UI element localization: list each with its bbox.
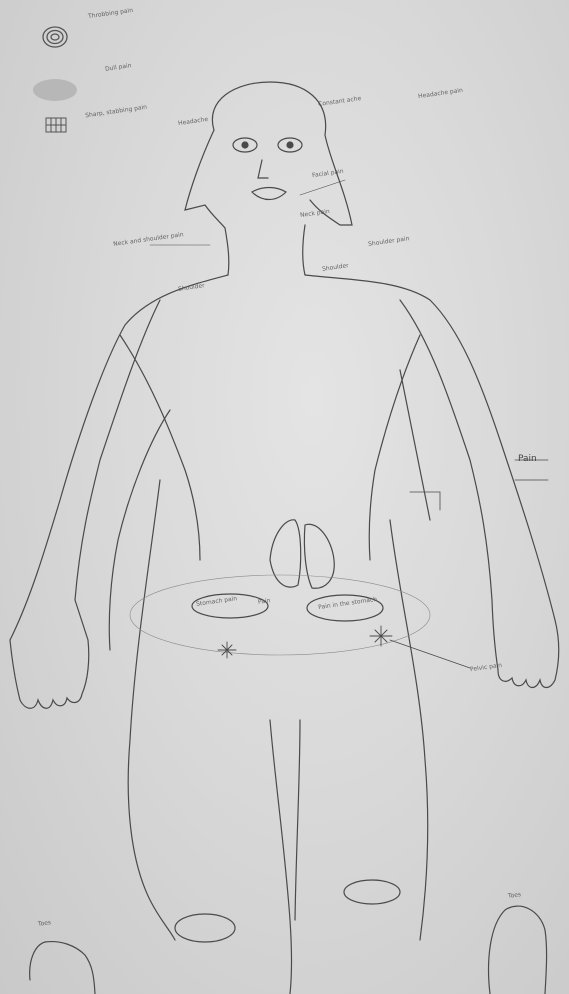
annotation-arm-right: Pain xyxy=(518,454,537,464)
body-outline xyxy=(10,82,559,994)
hatch-icon xyxy=(46,118,66,132)
smudge-icon xyxy=(33,79,77,101)
spiral-icon xyxy=(43,27,67,47)
